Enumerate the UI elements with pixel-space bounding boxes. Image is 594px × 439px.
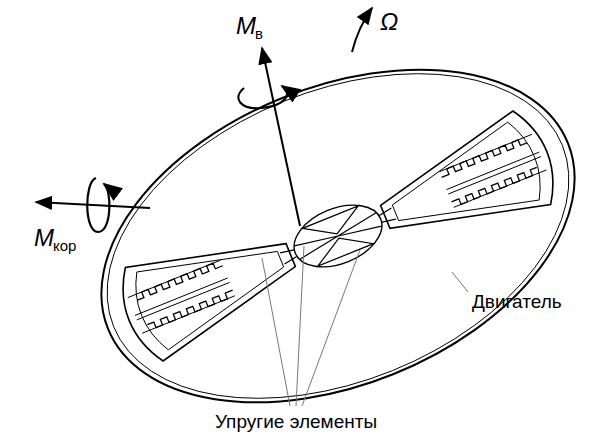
part-label: Двигатель bbox=[472, 292, 562, 311]
part-label: Упругие элементы bbox=[215, 412, 377, 431]
moment-symbol: M bbox=[34, 226, 54, 250]
moment-subscript: в bbox=[255, 26, 263, 41]
moment-subscript: кор bbox=[53, 238, 76, 253]
angular-velocity-symbol: Ω bbox=[380, 10, 398, 34]
moment-symbol: M bbox=[236, 14, 256, 38]
